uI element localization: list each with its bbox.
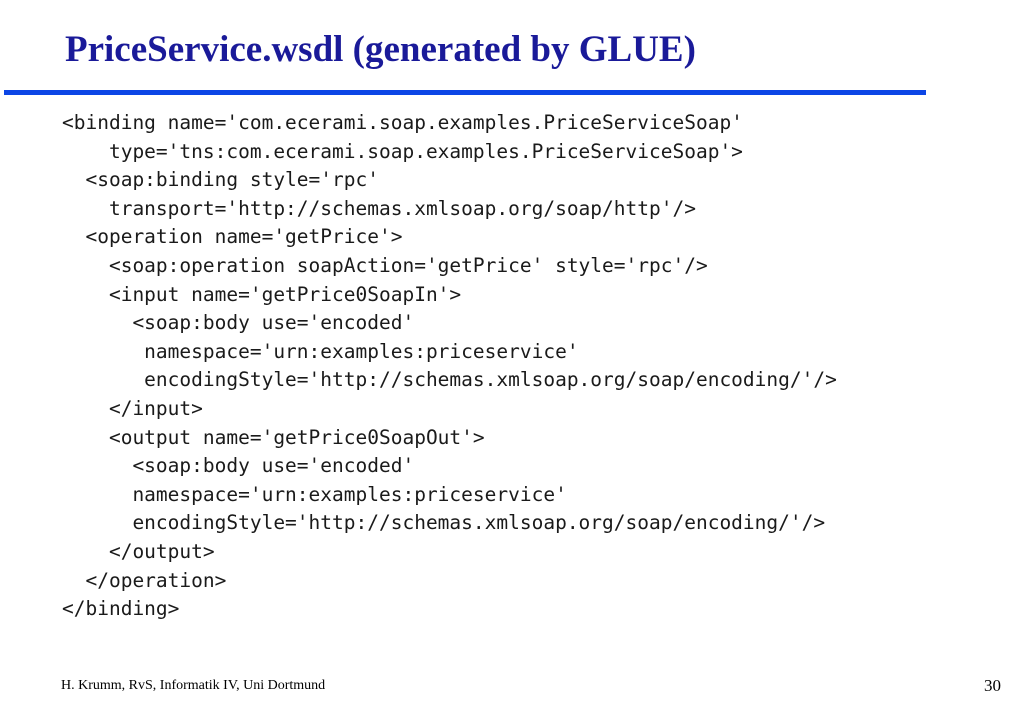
- code-line: <output name='getPrice0SoapOut'>: [62, 425, 485, 449]
- code-line: encodingStyle='http://schemas.xmlsoap.or…: [62, 368, 837, 392]
- code-line: </operation>: [62, 568, 227, 592]
- code-line: <input name='getPrice0SoapIn'>: [62, 282, 462, 306]
- title-underline: [4, 90, 926, 95]
- code-line: transport='http://schemas.xmlsoap.org/so…: [62, 196, 696, 220]
- code-line: <soap:body use='encoded': [62, 311, 415, 335]
- code-line: <soap:binding style='rpc': [62, 168, 379, 192]
- code-line: type='tns:com.ecerami.soap.examples.Pric…: [62, 139, 743, 163]
- footer-author: H. Krumm, RvS, Informatik IV, Uni Dortmu…: [61, 678, 326, 693]
- code-listing: <binding name='com.ecerami.soap.examples…: [62, 109, 837, 624]
- code-line: </binding>: [62, 597, 180, 621]
- code-line: <binding name='com.ecerami.soap.examples…: [62, 111, 743, 134]
- slide-title: PriceService.wsdl (generated by GLUE): [65, 29, 696, 70]
- code-line: <operation name='getPrice'>: [62, 225, 403, 249]
- code-line: encodingStyle='http://schemas.xmlsoap.or…: [62, 511, 826, 535]
- code-line: <soap:operation soapAction='getPrice' st…: [62, 253, 708, 277]
- code-line: namespace='urn:examples:priceservice': [62, 482, 567, 506]
- code-line: </input>: [62, 396, 203, 420]
- page-number: 30: [984, 676, 1001, 695]
- code-line: </output>: [62, 539, 215, 563]
- code-line: namespace='urn:examples:priceservice': [62, 339, 579, 363]
- code-line: <soap:body use='encoded': [62, 454, 415, 478]
